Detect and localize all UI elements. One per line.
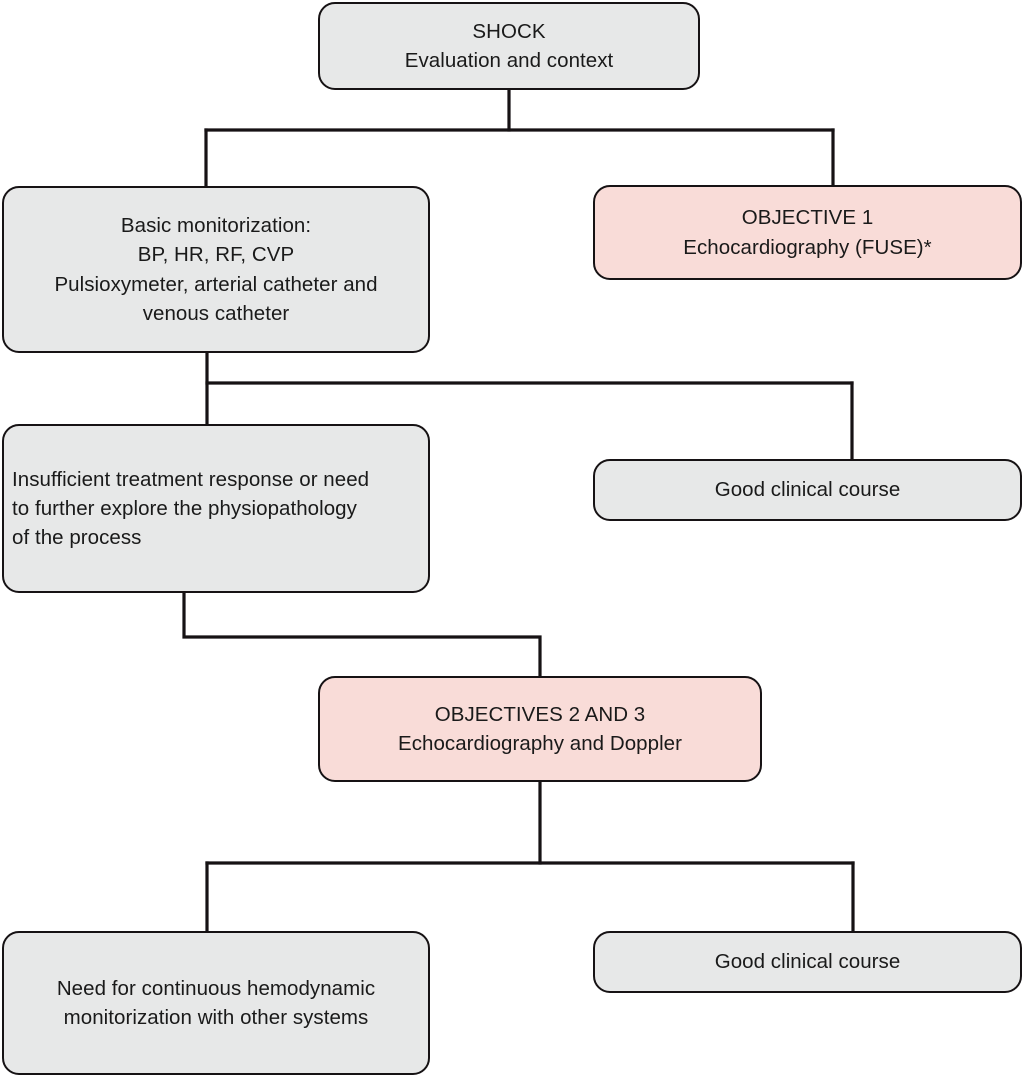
node-objectives-2-and-3[interactable]: OBJECTIVES 2 AND 3 Echocardiography and … bbox=[318, 676, 762, 782]
node-good-clinical-course-2-label: Good clinical course bbox=[714, 950, 901, 974]
node-basic-monitorization[interactable]: Basic monitorization: BP, HR, RF, CVP Pu… bbox=[2, 186, 430, 353]
node-basic-monitorization-label: Basic monitorization: BP, HR, RF, CVP Pu… bbox=[54, 214, 378, 325]
node-good-clinical-course-1-label: Good clinical course bbox=[714, 478, 901, 502]
node-good-clinical-course-2[interactable]: Good clinical course bbox=[593, 931, 1022, 993]
node-shock-label: SHOCK Evaluation and context bbox=[404, 19, 614, 72]
node-objective-1-label: OBJECTIVE 1 Echocardiography (FUSE)* bbox=[683, 206, 932, 259]
node-objective-1[interactable]: OBJECTIVE 1 Echocardiography (FUSE)* bbox=[593, 185, 1022, 280]
node-insufficient-treatment-response-label: Insufficient treatment response or need … bbox=[12, 467, 370, 550]
edge-insufficient-to-obj23 bbox=[182, 591, 542, 678]
node-need-continuous-hemodynamic-monitorization-label: Need for continuous hemodynamic monitori… bbox=[56, 976, 376, 1029]
node-objectives-2-and-3-label: OBJECTIVES 2 AND 3 Echocardiography and … bbox=[397, 702, 683, 755]
node-insufficient-treatment-response[interactable]: Insufficient treatment response or need … bbox=[2, 424, 430, 593]
node-shock[interactable]: SHOCK Evaluation and context bbox=[318, 2, 700, 90]
node-need-continuous-hemodynamic-monitorization[interactable]: Need for continuous hemodynamic monitori… bbox=[2, 931, 430, 1075]
node-good-clinical-course-1[interactable]: Good clinical course bbox=[593, 459, 1022, 521]
